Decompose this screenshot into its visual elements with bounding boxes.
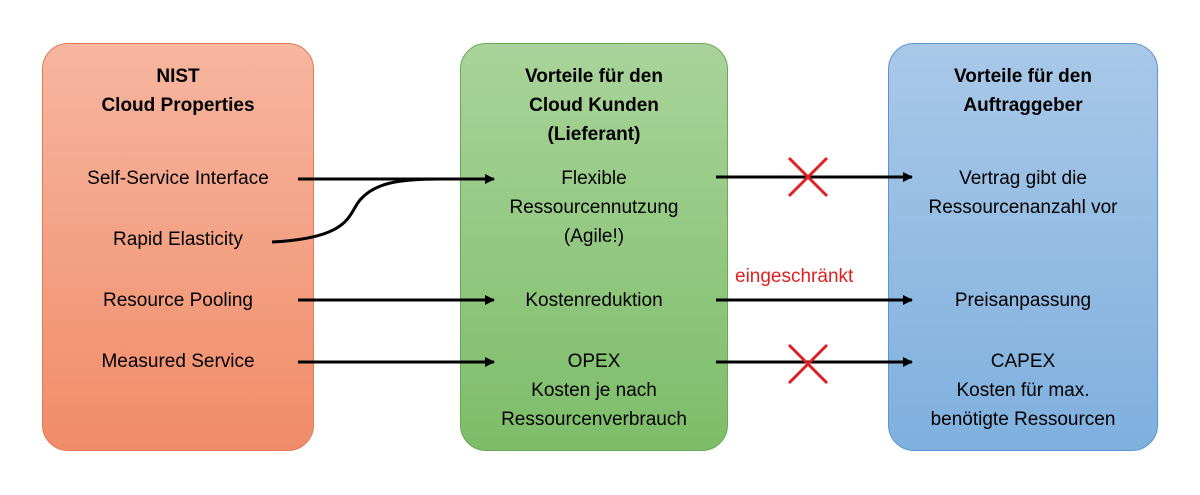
cross-icon (787, 156, 829, 198)
auftraggeber-item-capex: CAPEX Kosten für max. benötigte Ressourc… (930, 351, 1116, 430)
restricted-annotation: eingeschränkt (735, 266, 854, 287)
nist-item-rapid-elasticity: Rapid Elasticity (113, 229, 243, 250)
kunden-title: Vorteile für den Cloud Kunden (Lieferant… (525, 66, 663, 145)
kunden-item-flexible: Flexible Ressourcennutzung (Agile!) (509, 168, 679, 247)
auftraggeber-item-vertrag: Vertrag gibt die Ressourcenanzahl vor (928, 168, 1118, 218)
nist-item-measured-service: Measured Service (101, 351, 255, 372)
nist-properties-box: NIST Cloud Properties Self-Service Inter… (42, 43, 314, 451)
auftraggeber-title: Vorteile für den Auftraggeber (954, 66, 1092, 116)
kunden-benefits-box: Vorteile für den Cloud Kunden (Lieferant… (460, 43, 728, 451)
nist-item-resource-pooling: Resource Pooling (103, 290, 253, 311)
auftraggeber-item-preisanpassung: Preisanpassung (954, 290, 1092, 311)
nist-title: NIST Cloud Properties (101, 66, 255, 116)
kunden-item-opex: OPEX Kosten je nach Ressourcenverbrauch (501, 351, 687, 430)
connector-rapid-elasticity-merge (271, 177, 441, 244)
auftraggeber-benefits-box: Vorteile für den Auftraggeber Vertrag gi… (888, 43, 1158, 451)
cross-icon (787, 343, 829, 385)
kunden-item-kostenreduktion: Kostenreduktion (525, 290, 663, 311)
nist-item-self-service: Self-Service Interface (87, 168, 269, 189)
